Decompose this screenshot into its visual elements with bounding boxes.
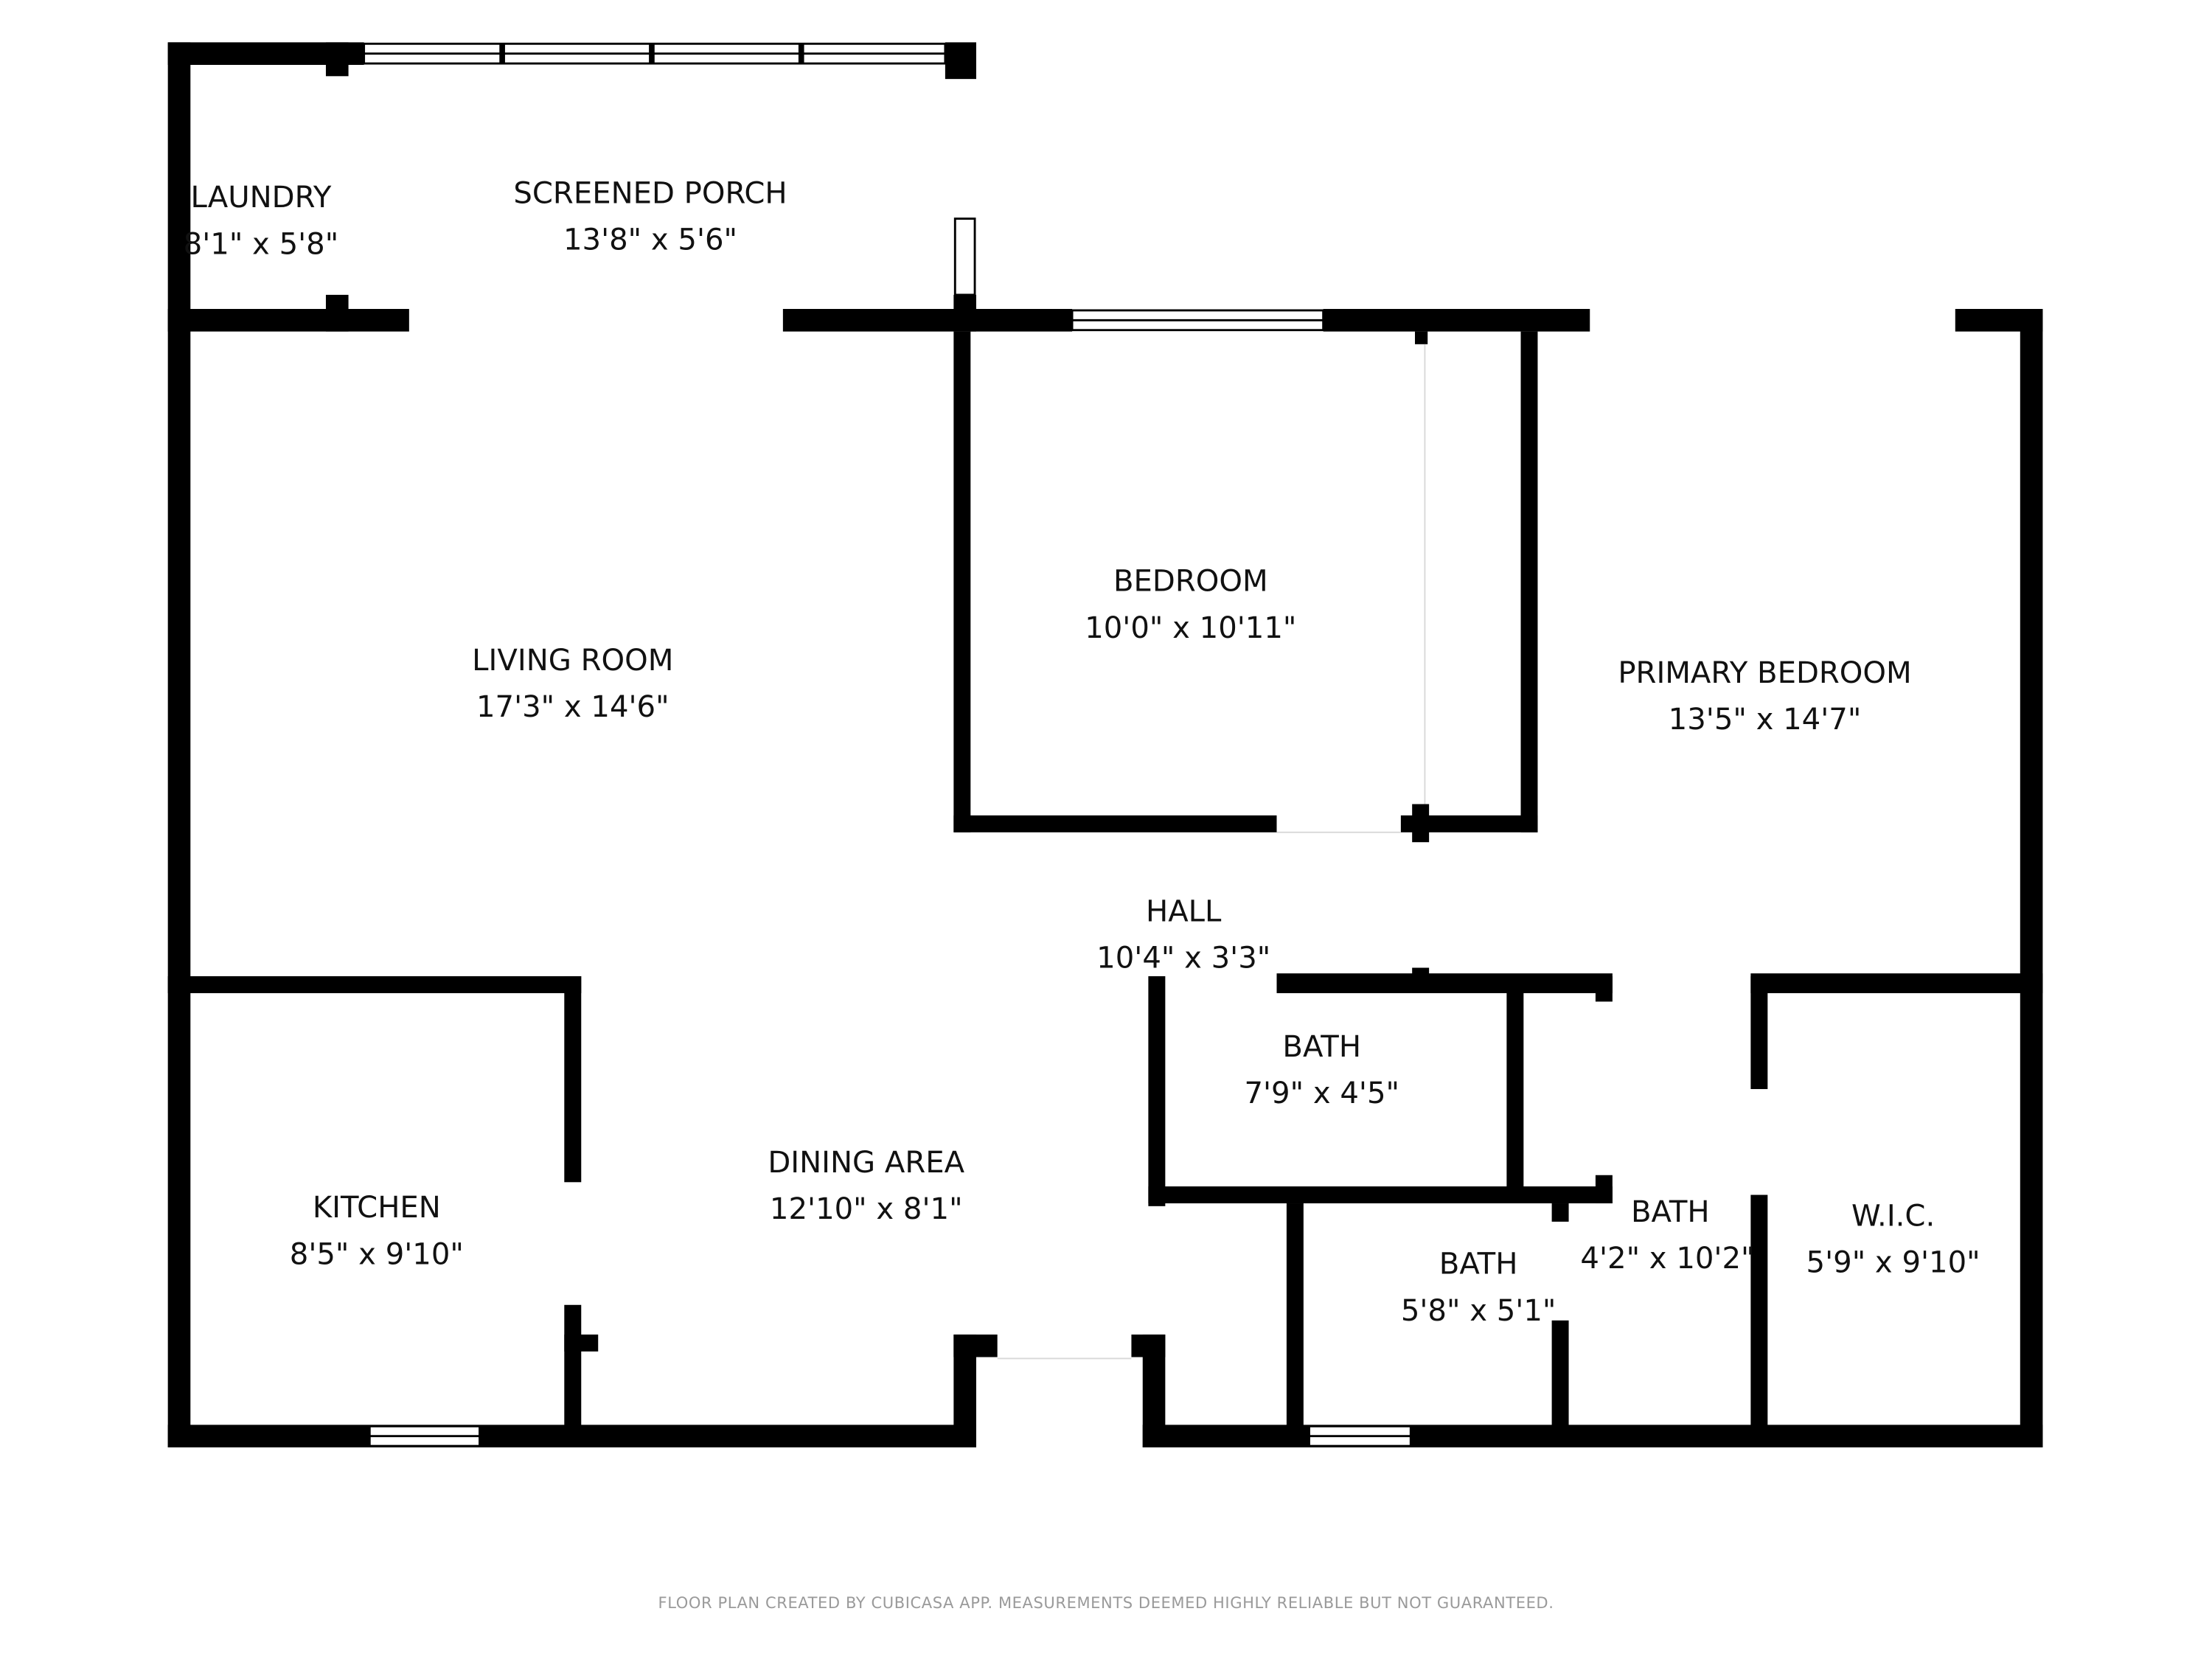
wall bbox=[1323, 309, 1590, 332]
room-name-kitchen: KITCHEN bbox=[313, 1191, 441, 1225]
windows bbox=[363, 42, 1426, 1447]
wall bbox=[953, 1334, 998, 1357]
wall bbox=[1520, 331, 1538, 832]
room-dims-primary-bedroom: 13'5" x 14'7" bbox=[1669, 703, 1862, 737]
wall bbox=[945, 42, 976, 80]
room-name-dining-area: DINING AREA bbox=[768, 1146, 964, 1180]
room-name-bedroom: BEDROOM bbox=[1113, 565, 1268, 599]
wall bbox=[167, 42, 191, 1448]
room-dims-dining-area: 12'10" x 8'1" bbox=[770, 1192, 963, 1226]
wall bbox=[1400, 815, 1538, 832]
room-name-bath-3: BATH bbox=[1631, 1195, 1710, 1229]
room-dims-laundry: 8'1" x 5'8" bbox=[184, 227, 339, 261]
room-dims-wic: 5'9" x 9'10" bbox=[1806, 1246, 1980, 1280]
room-dims-bath-1: 7'9" x 4'5" bbox=[1244, 1077, 1399, 1110]
room-name-hall: HALL bbox=[1146, 894, 1222, 928]
wall bbox=[2020, 309, 2043, 1448]
wall bbox=[1412, 804, 1430, 843]
wall bbox=[1551, 1320, 1569, 1430]
wall bbox=[167, 975, 582, 993]
room-name-living-room: LIVING ROOM bbox=[472, 644, 673, 678]
wall bbox=[1276, 973, 1613, 993]
room-labels: LAUNDRY 8'1" x 5'8" SCREENED PORCH 13'8"… bbox=[184, 177, 1980, 1328]
wall bbox=[1415, 331, 1428, 344]
walls bbox=[167, 42, 2043, 1448]
wall bbox=[1750, 1194, 1768, 1430]
wall bbox=[1506, 987, 1524, 1192]
room-dims-screened-porch: 13'8" x 5'6" bbox=[563, 223, 737, 257]
wall bbox=[953, 331, 971, 832]
room-name-wic: W.I.C. bbox=[1851, 1200, 1935, 1234]
wall bbox=[782, 309, 1073, 332]
wall bbox=[1595, 1175, 1613, 1204]
window bbox=[953, 218, 976, 296]
wall bbox=[1148, 975, 1166, 1206]
footer-disclaimer: FLOOR PLAN CREATED BY CUBICASA APP. MEAS… bbox=[658, 1593, 1554, 1612]
wall bbox=[953, 815, 1277, 832]
wall bbox=[1750, 975, 1768, 1090]
wall bbox=[1142, 1425, 2043, 1448]
room-name-laundry: LAUNDRY bbox=[190, 181, 331, 215]
wall bbox=[1142, 1334, 1166, 1448]
wall bbox=[1148, 1186, 1613, 1204]
wall bbox=[167, 309, 409, 332]
room-dims-kitchen: 8'5" x 9'10" bbox=[290, 1237, 464, 1271]
wall bbox=[564, 1304, 582, 1432]
wall bbox=[1551, 1203, 1569, 1222]
room-name-screened-porch: SCREENED PORCH bbox=[513, 177, 787, 211]
room-dims-bath-2: 5'8" x 5'1" bbox=[1401, 1294, 1557, 1328]
room-dims-bedroom: 10'0" x 10'11" bbox=[1085, 611, 1296, 645]
wall bbox=[564, 975, 582, 1183]
room-dims-bath-3: 4'2" x 10'2" bbox=[1580, 1242, 1754, 1276]
wall bbox=[1286, 1203, 1304, 1430]
room-dims-hall: 10'4" x 3'3" bbox=[1096, 941, 1270, 975]
wall bbox=[564, 1334, 599, 1352]
wall bbox=[325, 42, 349, 77]
wall bbox=[1750, 973, 2043, 993]
room-name-primary-bedroom: PRIMARY BEDROOM bbox=[1618, 656, 1911, 690]
wall bbox=[1595, 975, 1613, 1002]
room-name-bath-1: BATH bbox=[1282, 1030, 1361, 1064]
room-dims-living-room: 17'3" x 14'6" bbox=[476, 690, 669, 724]
room-name-bath-2: BATH bbox=[1439, 1248, 1518, 1281]
